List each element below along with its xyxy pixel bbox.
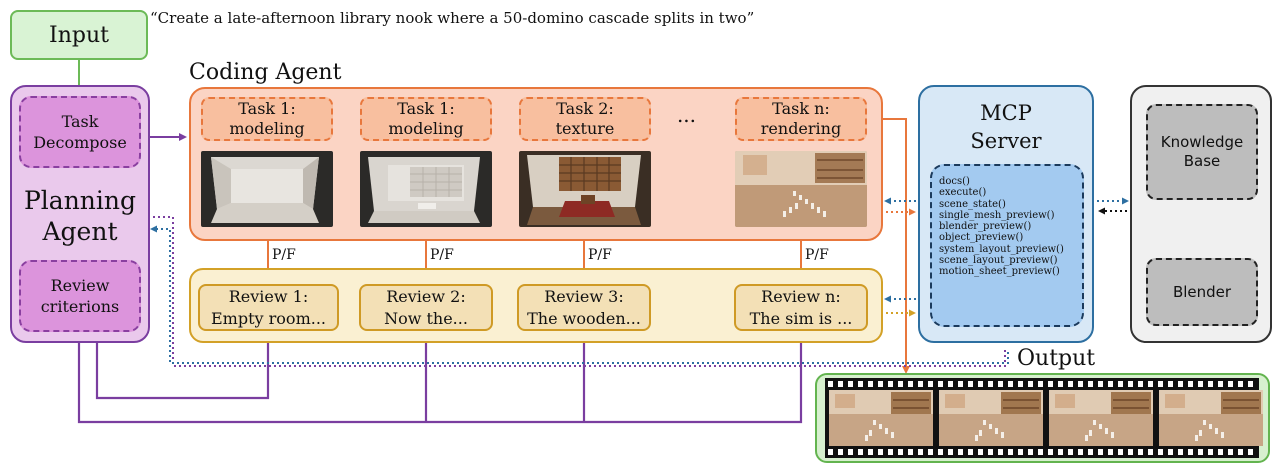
review-n-title: Review n: — [761, 286, 841, 306]
mcp-function: single_mesh_preview() — [939, 209, 1055, 221]
review-criterions-line2: criterions — [40, 297, 120, 316]
task-1-title: Task 1: — [238, 99, 296, 118]
task-2-subtitle: modeling — [388, 119, 464, 138]
render-room-shelving — [360, 151, 492, 227]
planning-title-line2: Agent — [42, 217, 118, 246]
render-empty-room — [201, 151, 333, 227]
render-domino-scene — [735, 151, 867, 227]
task-n-title: Task n: — [772, 99, 830, 118]
mcp-function: motion_sheet_preview() — [939, 266, 1060, 278]
pf-label-3: P/F — [588, 247, 612, 263]
task-box-1: Task 1:modeling — [201, 97, 333, 141]
planning-agent-title: Planning Agent — [10, 185, 150, 247]
task-n-subtitle: rendering — [760, 119, 842, 138]
review-box-1: Review 1:Empty room... — [198, 284, 339, 331]
render-textured-library — [519, 151, 651, 227]
task-2-title: Task 1: — [397, 99, 455, 118]
review-box-2: Review 2:Now the... — [359, 284, 493, 331]
mcp-function: blender_preview() — [939, 221, 1032, 233]
pf-label-2: P/F — [430, 247, 454, 263]
coding-agent-title: Coding Agent — [189, 60, 342, 85]
review-2-text: Now the... — [384, 308, 468, 328]
task-box-2: Task 1:modeling — [360, 97, 492, 141]
pf-label-1: P/F — [272, 247, 296, 263]
review-2-title: Review 2: — [386, 286, 466, 306]
input-label: Input — [49, 22, 109, 48]
task-box-n: Task n:rendering — [735, 97, 867, 141]
mcp-function: system_layout_preview() — [939, 243, 1064, 255]
knowledge-base-line1: Knowledge — [1160, 133, 1244, 151]
task-decompose-box: Task Decompose — [19, 96, 141, 168]
task-decompose-line1: Task — [61, 112, 99, 131]
output-frame — [1159, 390, 1263, 446]
mcp-function-list: docs() execute() scene_state() single_me… — [930, 164, 1084, 327]
task-1-subtitle: modeling — [229, 119, 305, 138]
review-criterions-line1: Review — [50, 276, 110, 295]
review-n-text: The sim is ... — [749, 308, 853, 328]
review-box-3: Review 3:The wooden... — [517, 284, 651, 331]
task-3-subtitle: texture — [555, 119, 615, 138]
review-1-text: Empty room... — [211, 308, 326, 328]
review-box-n: Review n:The sim is ... — [734, 284, 868, 331]
task-decompose-line2: Decompose — [33, 133, 127, 152]
input-box: Input — [10, 10, 148, 60]
task-ellipsis: ... — [676, 103, 697, 127]
mcp-server-title: MCP Server — [918, 98, 1094, 156]
blender-label: Blender — [1172, 282, 1232, 301]
output-frame — [829, 390, 933, 446]
output-title: Output — [1017, 346, 1096, 371]
review-criterions-box: Review criterions — [19, 260, 141, 332]
blender-box: Blender — [1146, 258, 1258, 326]
review-1-title: Review 1: — [228, 286, 309, 306]
mcp-title-line1: MCP — [980, 101, 1032, 125]
output-frame — [939, 390, 1043, 446]
mcp-function: scene_state() — [939, 198, 1006, 210]
mcp-function: execute() — [939, 187, 987, 199]
mcp-title-line2: Server — [970, 129, 1042, 153]
mcp-function: object_preview() — [939, 232, 1024, 244]
output-frame — [1049, 390, 1153, 446]
task-box-3: Task 2:texture — [519, 97, 651, 141]
film-strip — [825, 378, 1263, 458]
knowledge-base-line2: Base — [1183, 152, 1221, 170]
task-3-title: Task 2: — [556, 99, 614, 118]
mcp-function: scene_layout_preview() — [939, 255, 1058, 267]
mcp-function: docs() — [939, 176, 970, 187]
planning-title-line1: Planning — [23, 186, 137, 215]
pf-label-n: P/F — [805, 247, 829, 263]
prompt-text: “Create a late-afternoon library nook wh… — [150, 9, 755, 27]
review-3-text: The wooden... — [527, 308, 641, 328]
review-3-title: Review 3: — [544, 286, 624, 306]
